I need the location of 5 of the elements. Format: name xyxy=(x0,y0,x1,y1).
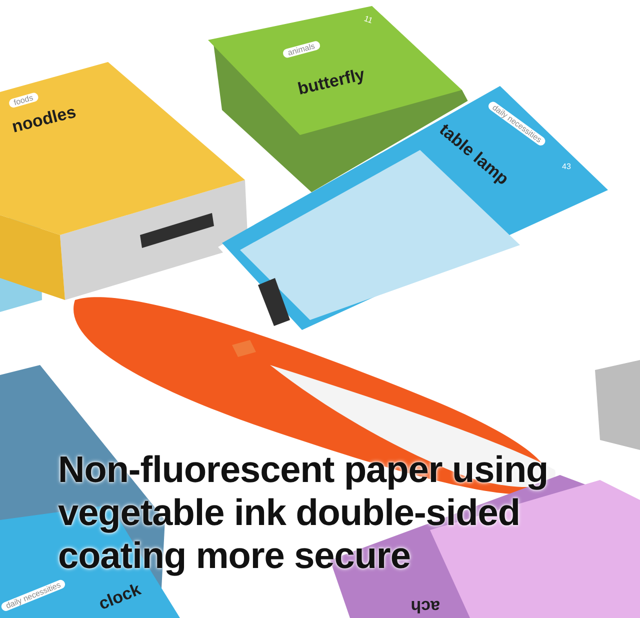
card-word: clock xyxy=(96,580,144,615)
card-word: butterfly xyxy=(296,64,367,100)
card-number: 11 xyxy=(362,14,374,26)
card-number: 43 xyxy=(562,162,571,171)
card-word: ach xyxy=(410,596,440,616)
